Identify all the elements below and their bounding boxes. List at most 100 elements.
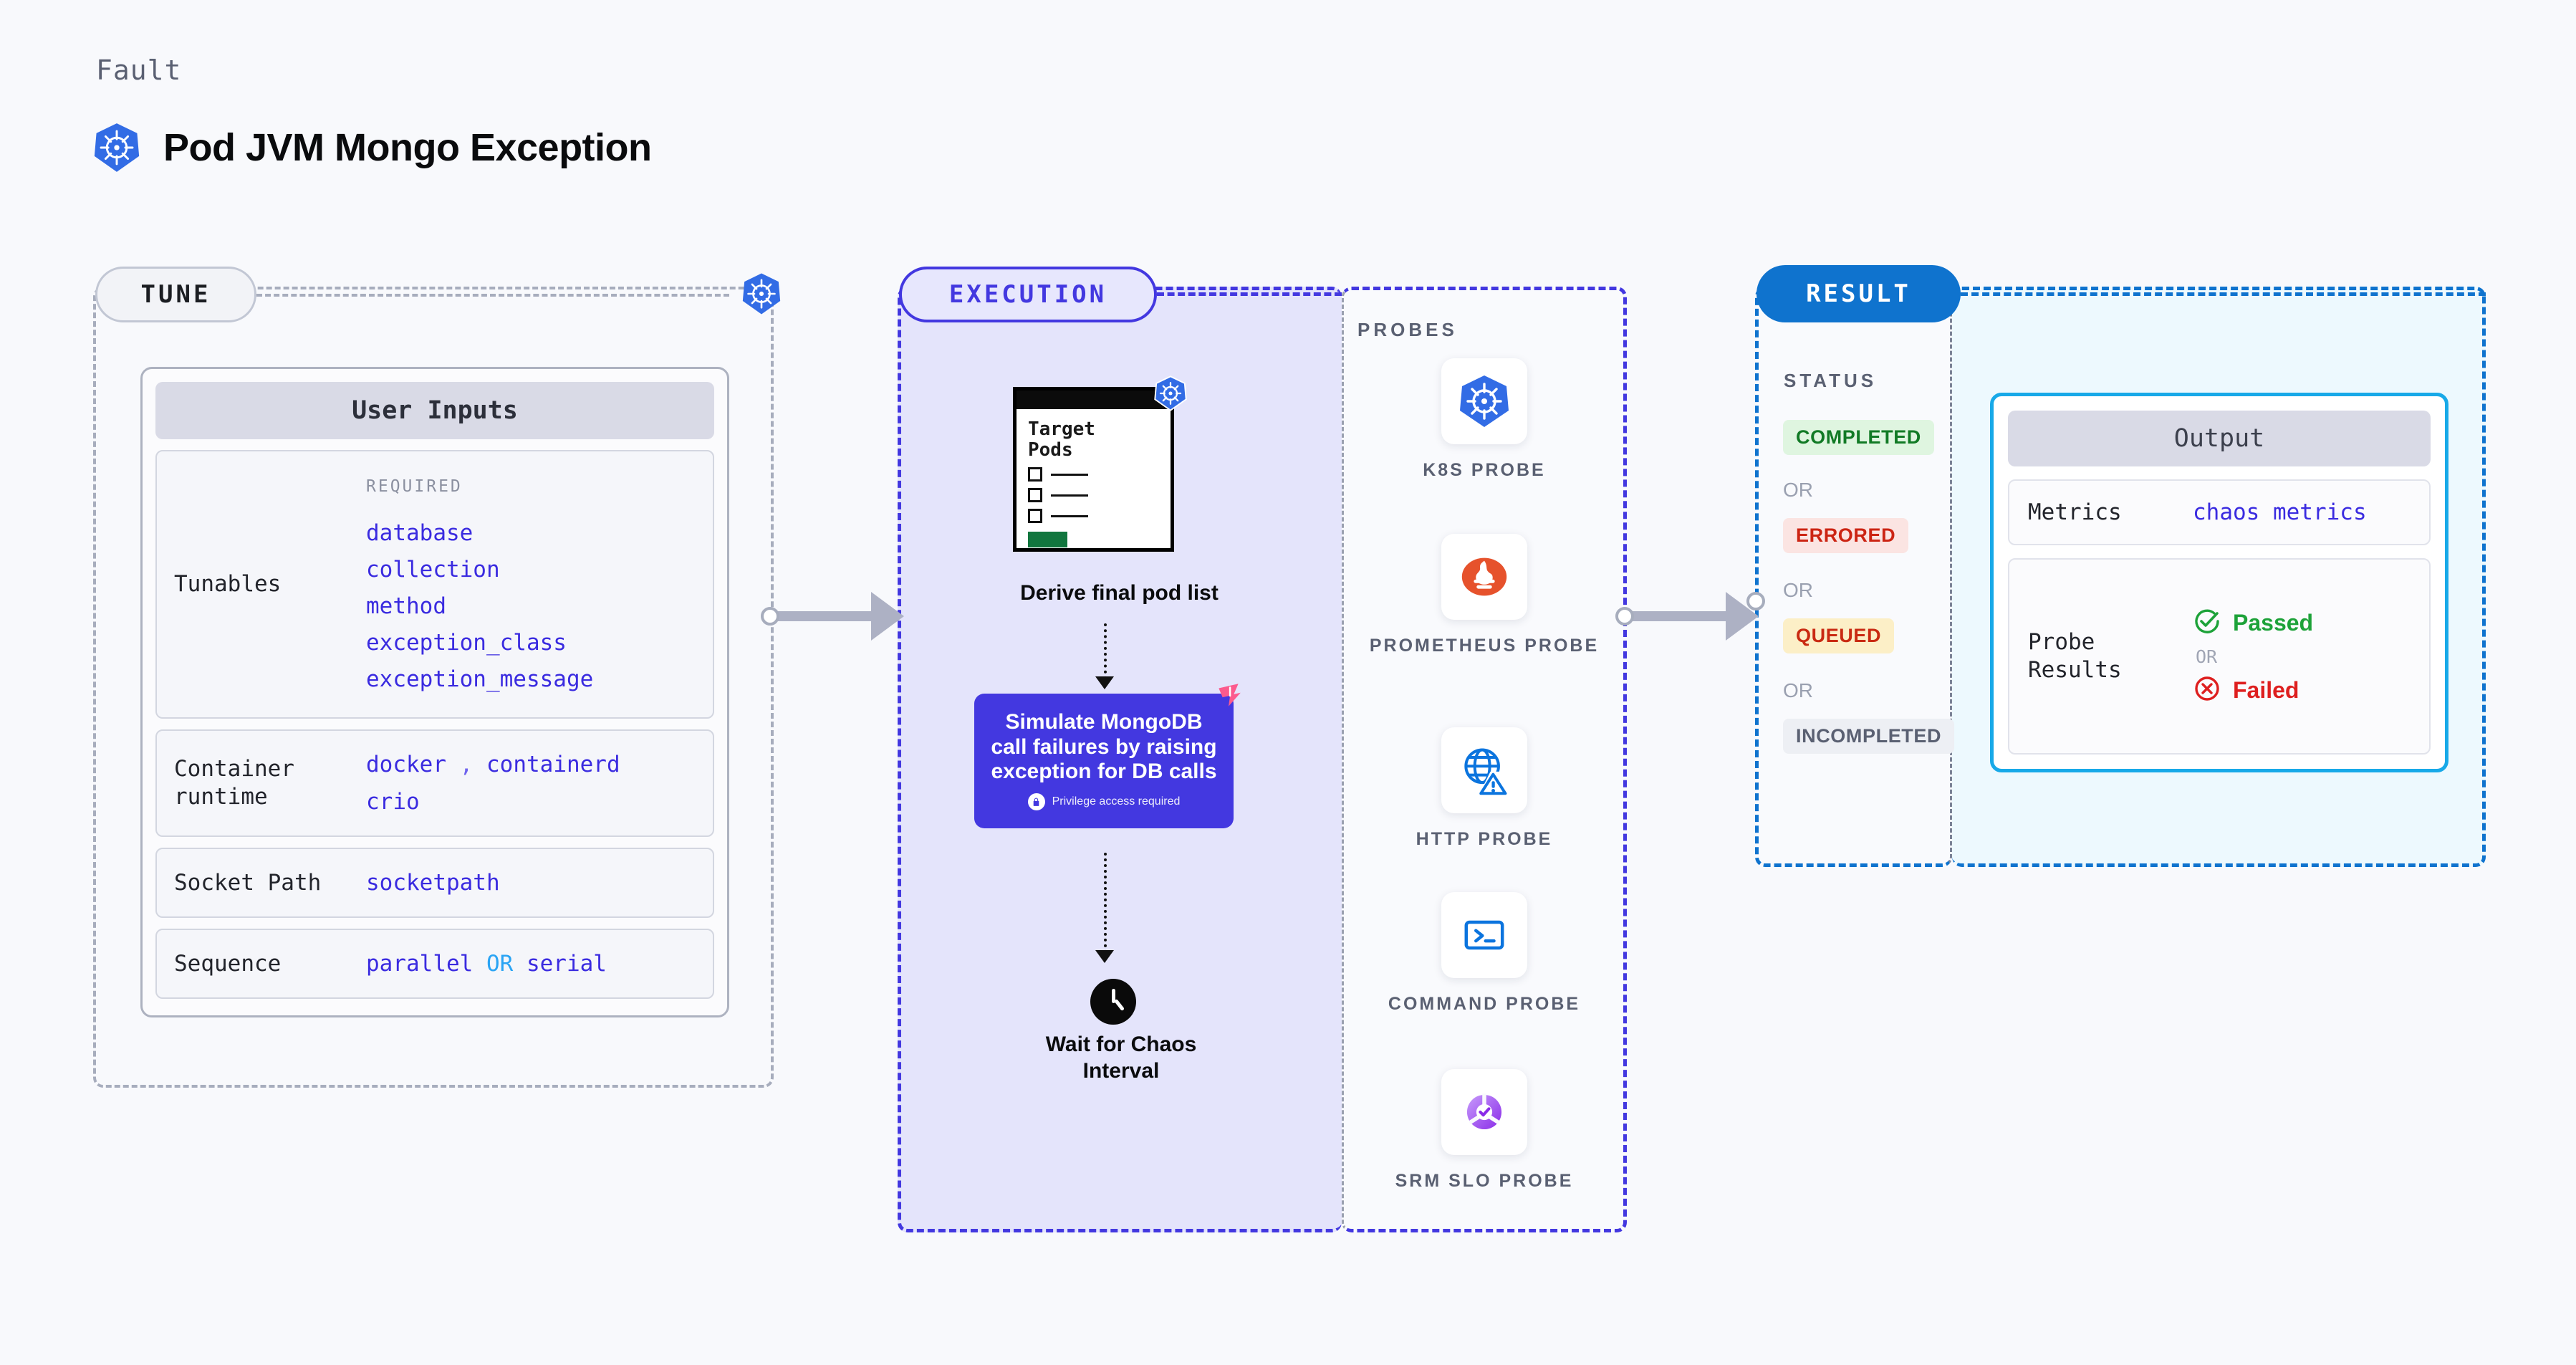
derive-pod-list-caption: Derive final pod list [1020,581,1219,605]
stage-pill-tune[interactable]: TUNE [95,267,256,322]
globe-warning-icon [1441,727,1527,813]
metrics-label: Metrics [2028,499,2122,525]
runtime-separator: , [459,752,474,777]
x-circle-icon [2193,674,2221,707]
user-inputs-card: User Inputs Tunables REQUIRED database c… [140,367,729,1017]
runtime-docker: docker [366,752,446,777]
target-pods-title-line1: Target [1028,418,1095,440]
status-or-2: OR [1783,579,1813,601]
status-or-3: OR [1783,679,1813,701]
connector-shaft [1631,611,1730,621]
connector-knob-left [1615,607,1634,626]
probe-results-row: Probe Results Passed OR [2008,558,2431,755]
privilege-note: Privilege access required [1027,793,1180,811]
flow-arrow-head [1095,676,1114,689]
user-inputs-title: User Inputs [155,382,714,439]
placeholder-rule [1051,473,1088,476]
probe-k8s[interactable]: K8S PROBE [1342,358,1627,482]
wait-caption-line1: Wait for Chaos [1045,1033,1197,1056]
tune-column-frame [93,287,774,1088]
tunable-item: collection [366,556,500,583]
probe-srm-slo[interactable]: SRM SLO PROBE [1342,1069,1627,1193]
sequence-parallel: parallel [366,951,474,977]
status-title: STATUS [1784,370,1878,391]
tunables-values: REQUIRED database collection method exce… [366,477,593,692]
connector-tune-to-execution [761,592,904,641]
target-pods-frame: Target Pods [1013,387,1174,552]
required-caption: REQUIRED [366,476,463,496]
tunable-item: database [366,519,474,546]
kubernetes-icon [93,122,140,173]
status-badge-errored: ERRORED [1783,518,1909,553]
execution-top-rail [1157,292,1342,296]
output-title: Output [2008,411,2431,466]
status-badge-incompleted: INCOMPLETED [1783,719,1955,754]
flow-arrow-line [1104,853,1107,953]
target-pods-title-line2: Pods [1028,439,1073,461]
stage-pill-execution[interactable]: EXECUTION [899,267,1157,322]
probe-result-passed: Passed [2193,607,2313,639]
probe-command[interactable]: COMMAND PROBE [1342,892,1627,1016]
failed-label: Failed [2233,676,2299,703]
page-title-row: Pod JVM Mongo Exception [93,122,652,173]
probe-label: K8S PROBE [1423,460,1546,480]
probe-result-failed: Failed [2193,674,2313,707]
tunables-row: Tunables REQUIRED database collection me… [155,450,714,719]
target-pods-body: Target Pods [1017,409,1171,555]
probe-results-values: Passed OR Failed [2193,607,2313,707]
metrics-row: Metrics chaos metrics [2008,479,2431,545]
placeholder-rule [1051,494,1088,497]
status-badge-completed: COMPLETED [1783,420,1934,455]
probe-results-label: Probe Results [2028,629,2122,683]
probe-label: PROMETHEUS PROBE [1369,636,1600,656]
prometheus-icon [1441,534,1527,620]
flow-arrow-line [1104,623,1107,679]
tunable-item: exception_message [366,666,594,692]
fault-kicker: Fault [96,54,182,86]
probe-label: SRM SLO PROBE [1395,1171,1574,1191]
runtime-crio: crio [366,789,420,815]
target-pods-progress-bar [1028,532,1067,548]
stage-pill-result[interactable]: RESULT [1756,265,1961,322]
probe-results-or: OR [2196,646,2218,667]
container-runtime-values: docker , containerd crio [366,752,620,815]
wait-caption-line2: Interval [1082,1058,1160,1083]
checkbox-icon [1028,488,1042,503]
placeholder-rule [1051,514,1088,517]
flow-arrow-head [1095,950,1114,963]
simulate-mongodb-text: Simulate MongoDB call failures by raisin… [991,709,1217,784]
probe-http[interactable]: HTTP PROBE [1342,727,1627,851]
socket-path-value: socketpath [366,870,500,896]
wait-for-chaos-caption: Wait for Chaos Interval [960,1032,1282,1084]
target-pods-list-item [1028,509,1159,524]
connector-shaft [777,611,875,621]
checkbox-icon [1028,509,1042,524]
probe-prometheus[interactable]: PROMETHEUS PROBE [1342,534,1627,658]
clock-icon [1090,979,1136,1025]
tunable-item: exception_class [366,629,567,656]
checkbox-icon [1028,467,1042,482]
sequence-values: parallel OR serial [366,951,607,977]
passed-label: Passed [2233,609,2314,636]
probes-title: PROBES [1357,319,1458,340]
target-pods-list-item [1028,467,1159,482]
result-top-rail [1961,292,2486,296]
connector-knob-result [1746,592,1765,610]
status-or-1: OR [1783,479,1813,501]
socket-path-row: Socket Path socketpath [155,848,714,918]
lock-icon [1027,793,1045,811]
container-runtime-row: Container runtime docker , containerd cr… [155,729,714,837]
sequence-serial: serial [526,951,607,977]
socket-path-label: Socket Path [174,869,322,896]
target-pods-titlebar [1017,391,1171,409]
kubernetes-icon [1154,375,1187,415]
target-pods-list-item [1028,488,1159,503]
page-title: Pod JVM Mongo Exception [163,126,652,169]
status-badge-queued: QUEUED [1783,618,1895,653]
sequence-row: Sequence parallel OR serial [155,929,714,999]
connector-knob-left [761,607,779,626]
connector-arrowhead [871,592,904,641]
terminal-icon [1441,892,1527,978]
sequence-label: Sequence [174,950,282,977]
